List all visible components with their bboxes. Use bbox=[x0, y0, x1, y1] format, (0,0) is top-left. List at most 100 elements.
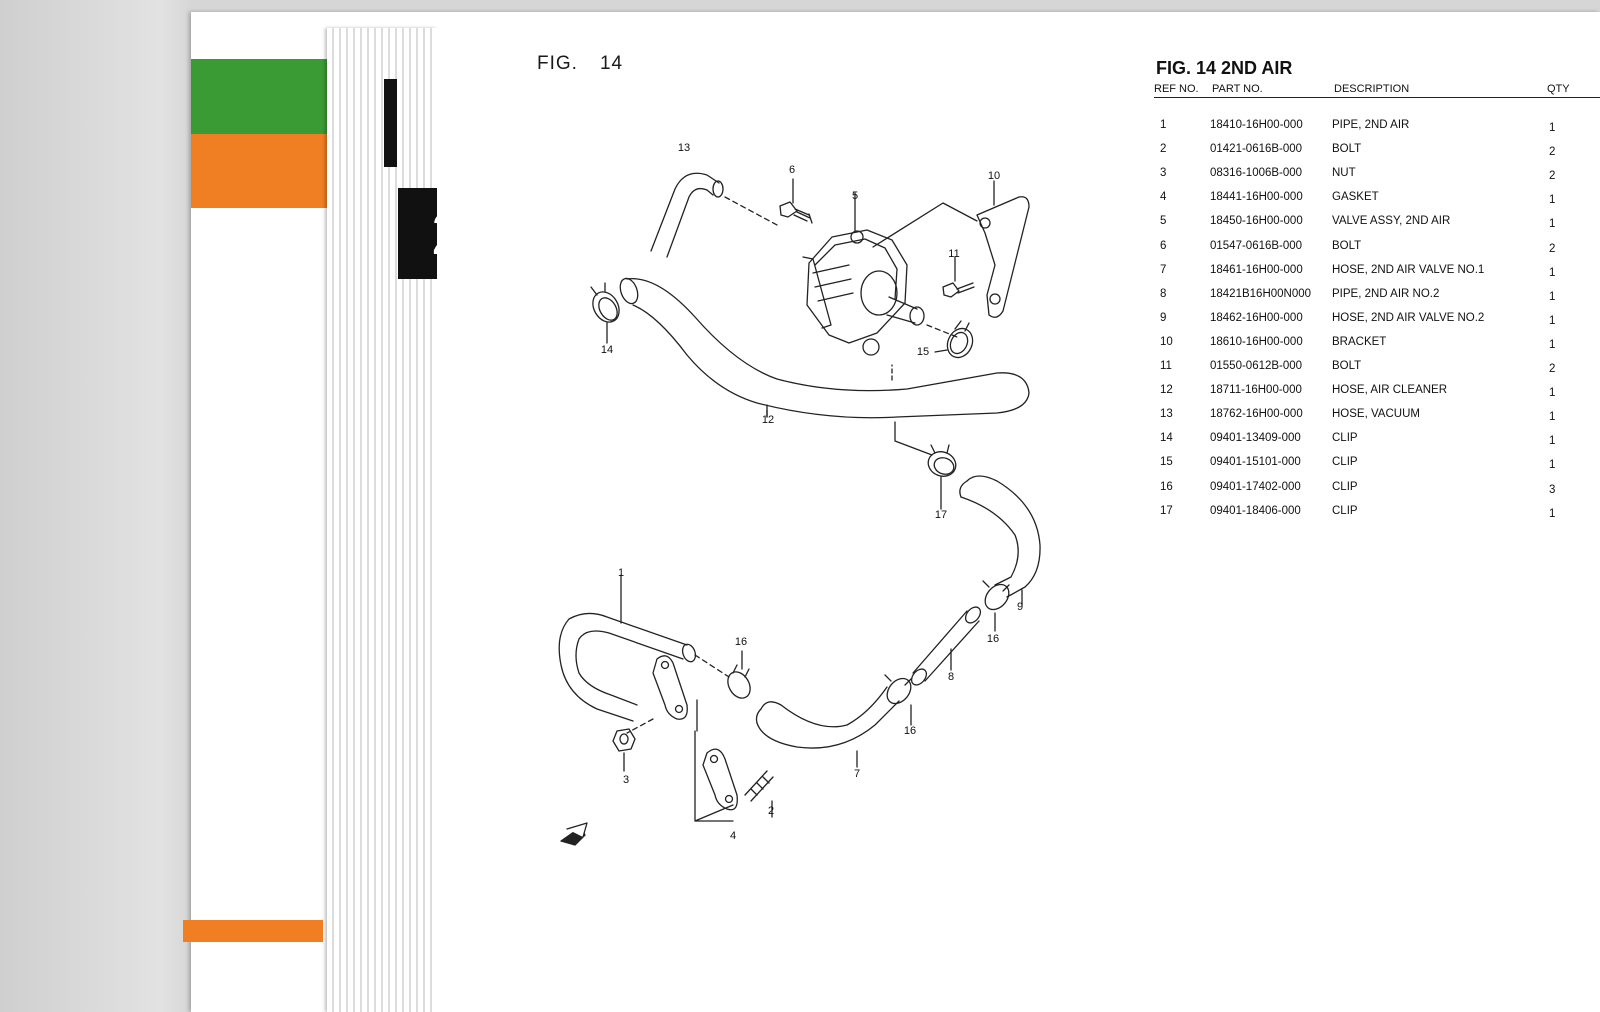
orange-stripe-bottom bbox=[183, 920, 323, 942]
callout-10: 10 bbox=[988, 170, 1000, 182]
catalog-page: FIG.14 bbox=[437, 25, 1600, 1012]
callout-5: 5 bbox=[852, 190, 858, 202]
callout-15: 15 bbox=[917, 346, 929, 358]
callout-4: 4 bbox=[730, 830, 736, 842]
row-description: VALVE ASSY, 2ND AIR bbox=[1332, 215, 1451, 228]
callout-2: 2 bbox=[768, 805, 774, 817]
bolt-11 bbox=[942, 256, 975, 298]
row-description: CLIP bbox=[1332, 504, 1358, 517]
gasket-4 bbox=[694, 699, 738, 822]
row-description: CLIP bbox=[1332, 456, 1358, 469]
row-qty: 1 bbox=[1549, 290, 1556, 303]
pipe-2nd-air-no2-8 bbox=[910, 606, 982, 686]
row-part-no: 09401-18406-000 bbox=[1210, 504, 1301, 517]
header-ref-no: REF NO. bbox=[1154, 83, 1199, 95]
orange-stripe-top bbox=[191, 134, 331, 208]
callout-12: 12 bbox=[762, 414, 774, 426]
row-qty: 1 bbox=[1549, 194, 1556, 207]
row-description: BOLT bbox=[1332, 360, 1362, 372]
row-part-no: 08316-1006B-000 bbox=[1210, 167, 1303, 180]
callout-17: 17 bbox=[935, 509, 947, 521]
row-ref-no: 16 bbox=[1160, 480, 1173, 493]
header-qty: QTY bbox=[1547, 83, 1570, 95]
row-ref-no: 15 bbox=[1160, 456, 1173, 469]
row-ref-no: 4 bbox=[1160, 191, 1167, 204]
row-description: GASKET bbox=[1332, 191, 1379, 204]
parts-list-title: FIG. 14 2ND AIR bbox=[1156, 58, 1293, 78]
row-part-no: 01421-0616B-000 bbox=[1210, 143, 1303, 156]
row-part-no: 18462-16H00-000 bbox=[1210, 311, 1303, 324]
row-ref-no: 12 bbox=[1160, 384, 1173, 397]
callout-1: 1 bbox=[618, 567, 624, 579]
row-qty: 1 bbox=[1549, 218, 1556, 231]
row-ref-no: 9 bbox=[1160, 311, 1167, 324]
row-description: HOSE, 2ND AIR VALVE NO.2 bbox=[1332, 311, 1485, 324]
clip-16-left bbox=[694, 650, 751, 699]
callout-9: 9 bbox=[1017, 601, 1023, 613]
row-description: PIPE, 2ND AIR NO.2 bbox=[1332, 287, 1440, 300]
front-direction-arrow-icon bbox=[560, 822, 588, 846]
row-ref-no: 10 bbox=[1160, 335, 1173, 348]
table-row[interactable]: 9 18462-16H00-000 HOSE, 2ND AIR VALVE NO.2… bbox=[1154, 312, 1600, 332]
header-description: DESCRIPTION bbox=[1334, 83, 1410, 95]
page-edge-stack bbox=[327, 28, 437, 1012]
vacuum-hose-13 bbox=[650, 172, 778, 258]
row-qty: 2 bbox=[1549, 363, 1556, 375]
air-cleaner-hose-12 bbox=[619, 277, 1030, 419]
nut-3 bbox=[612, 728, 636, 772]
row-qty: 1 bbox=[1549, 314, 1556, 327]
row-description: HOSE, 2ND AIR VALVE NO.1 bbox=[1332, 263, 1485, 276]
row-ref-no: 8 bbox=[1160, 287, 1167, 300]
clip-16-lower bbox=[884, 674, 912, 726]
row-ref-no: 1 bbox=[1160, 119, 1167, 131]
callout-3: 3 bbox=[623, 774, 629, 786]
row-qty: 1 bbox=[1549, 338, 1556, 351]
exploded-parts-diagram: 1 2 3 4 5 6 7 8 9 10 11 12 13 14 15 16 1… bbox=[558, 142, 1041, 846]
clip-14 bbox=[590, 282, 620, 344]
figure-number: 14 bbox=[599, 53, 624, 74]
pipe-flange bbox=[626, 655, 688, 734]
callout-14: 14 bbox=[601, 344, 613, 356]
table-row[interactable]: 8 18421B16H00N000 PIPE, 2ND AIR NO.2 1 bbox=[1154, 288, 1600, 308]
row-part-no: 01550-0612B-000 bbox=[1210, 360, 1303, 372]
row-qty: 2 bbox=[1549, 170, 1556, 183]
row-description: BOLT bbox=[1332, 239, 1362, 252]
row-qty: 1 bbox=[1549, 435, 1556, 448]
green-stripe bbox=[191, 59, 331, 134]
row-ref-no: 13 bbox=[1160, 408, 1173, 421]
row-ref-no: 5 bbox=[1160, 215, 1167, 228]
row-description: NUT bbox=[1332, 167, 1356, 180]
callout-16-b: 16 bbox=[987, 633, 999, 645]
hose-2nd-air-valve-no1-7 bbox=[755, 686, 900, 768]
row-part-no: 09401-17402-000 bbox=[1210, 480, 1301, 493]
callout-16-c: 16 bbox=[904, 725, 916, 737]
row-qty: 1 bbox=[1549, 507, 1556, 520]
callout-11: 11 bbox=[948, 248, 959, 260]
row-part-no: 18610-16H00-000 bbox=[1210, 335, 1303, 348]
table-row[interactable]: 4 18441-16H00-000 GASKET 1 bbox=[1154, 191, 1600, 211]
callout-7: 7 bbox=[854, 768, 860, 780]
row-qty: 1 bbox=[1549, 411, 1556, 424]
pipe-2nd-air-1 bbox=[558, 574, 697, 722]
row-description: BOLT bbox=[1332, 143, 1362, 156]
row-part-no: 18421B16H00N000 bbox=[1210, 287, 1312, 300]
header-part-no: PART NO. bbox=[1212, 83, 1263, 95]
callout-13: 13 bbox=[678, 142, 690, 154]
row-part-no: 18441-16H00-000 bbox=[1210, 191, 1303, 204]
row-part-no: 01547-0616B-000 bbox=[1210, 239, 1303, 252]
row-ref-no: 7 bbox=[1160, 263, 1167, 276]
